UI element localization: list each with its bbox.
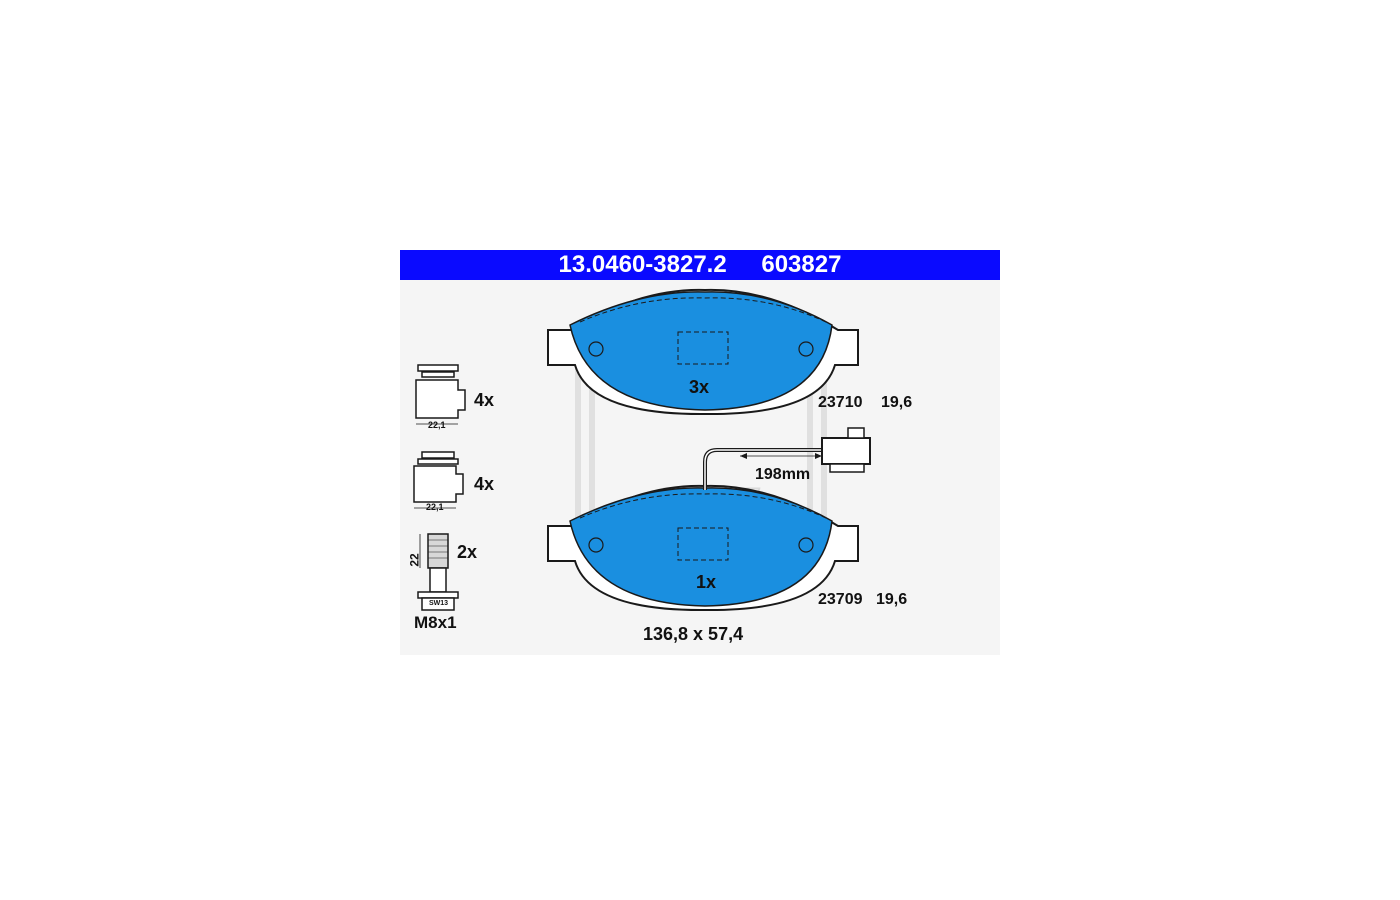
upper-brake-pad: [547, 288, 859, 416]
sensor-connector: [821, 437, 871, 465]
part-header: 13.0460-3827.2 603827: [400, 250, 1000, 280]
upper-pad-quantity: 3x: [689, 377, 710, 397]
upper-pad-code: 23710: [818, 394, 863, 411]
lower-pad-quantity: 1x: [696, 572, 717, 592]
lower-brake-pad: [547, 484, 859, 612]
bolt-quantity: 2x: [457, 542, 478, 562]
reference-number: 603827: [761, 251, 842, 278]
part-number: 13.0460-3827.2: [558, 251, 727, 278]
bolt-thread: M8x1: [414, 613, 457, 632]
clip-a-width: 22,1: [428, 420, 446, 430]
lower-pad-slot: [677, 527, 729, 561]
lower-pad-code: 23709: [818, 591, 863, 608]
lower-pad-lining: [569, 487, 833, 607]
upper-pad-thickness: 19,6: [881, 394, 913, 411]
bolt-length: 22: [407, 553, 422, 567]
clip-a-drawing: [415, 364, 466, 425]
upper-pad-lining: [569, 291, 833, 411]
lower-pad-thickness: 19,6: [876, 591, 908, 608]
clip-a-quantity: 4x: [474, 390, 495, 410]
wear-sensor: [703, 427, 871, 490]
bolt-drawing: [417, 533, 459, 611]
clip-b-quantity: 4x: [474, 474, 495, 494]
pad-dimensions: 136,8 x 57,4: [643, 624, 744, 644]
upper-pad-slot: [677, 331, 729, 365]
clip-b-drawing: [413, 451, 464, 509]
clip-b-width: 22,1: [426, 502, 444, 512]
sensor-cable-length: 198mm: [755, 466, 811, 483]
bolt-wrench-size: SW13: [429, 600, 449, 607]
